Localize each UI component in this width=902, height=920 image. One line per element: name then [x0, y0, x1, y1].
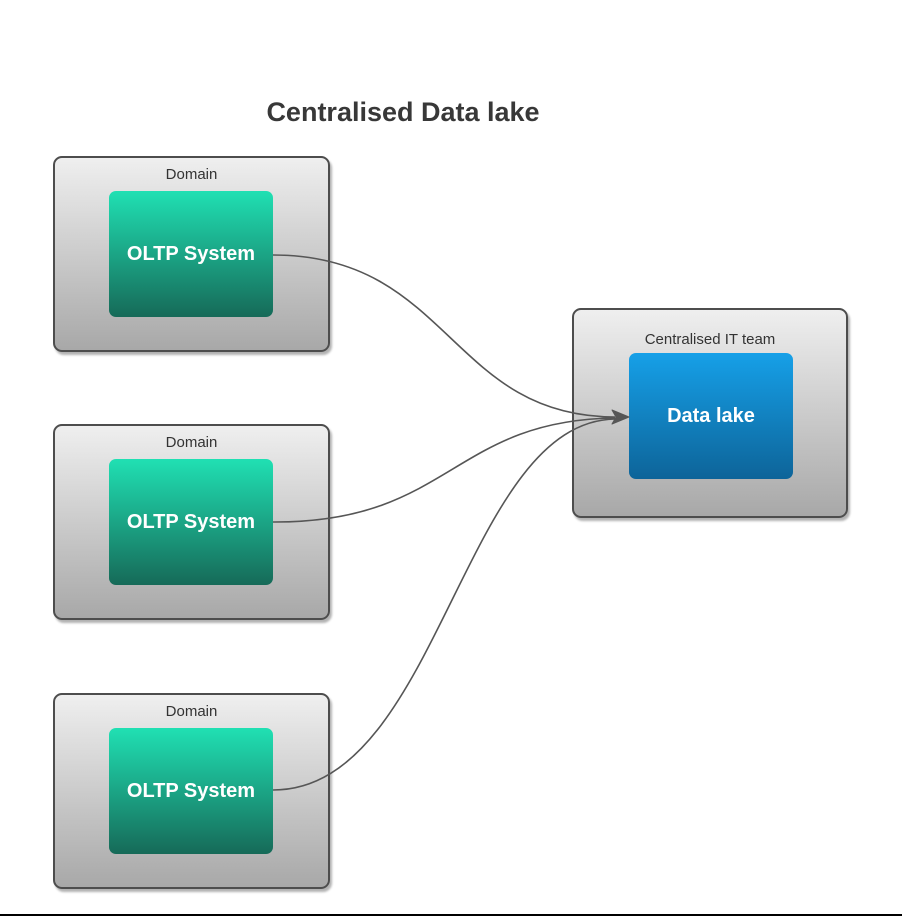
data-lake-node-label: Data lake	[667, 404, 755, 427]
domain-2-label: Domain	[165, 434, 218, 451]
oltp-system-node-2-label: OLTP System	[126, 510, 256, 533]
central-it-team-container: Centralised IT team Data lake	[572, 308, 848, 518]
page-divider-line	[0, 914, 902, 916]
central-it-team-label: Centralised IT team	[644, 331, 776, 348]
oltp-system-node-2: OLTP System	[109, 459, 273, 585]
oltp-system-node-3-label: OLTP System	[126, 779, 256, 802]
data-lake-node: Data lake	[629, 353, 793, 479]
domain-container-3: Domain OLTP System	[53, 693, 330, 889]
domain-1-label: Domain	[165, 166, 218, 183]
oltp-system-node-1: OLTP System	[109, 191, 273, 317]
oltp-system-node-1-label: OLTP System	[126, 242, 256, 265]
oltp-system-node-3: OLTP System	[109, 728, 273, 854]
diagram-title: Centralised Data lake	[266, 97, 540, 127]
domain-3-label: Domain	[165, 703, 218, 720]
domain-container-1: Domain OLTP System	[53, 156, 330, 352]
domain-container-2: Domain OLTP System	[53, 424, 330, 620]
